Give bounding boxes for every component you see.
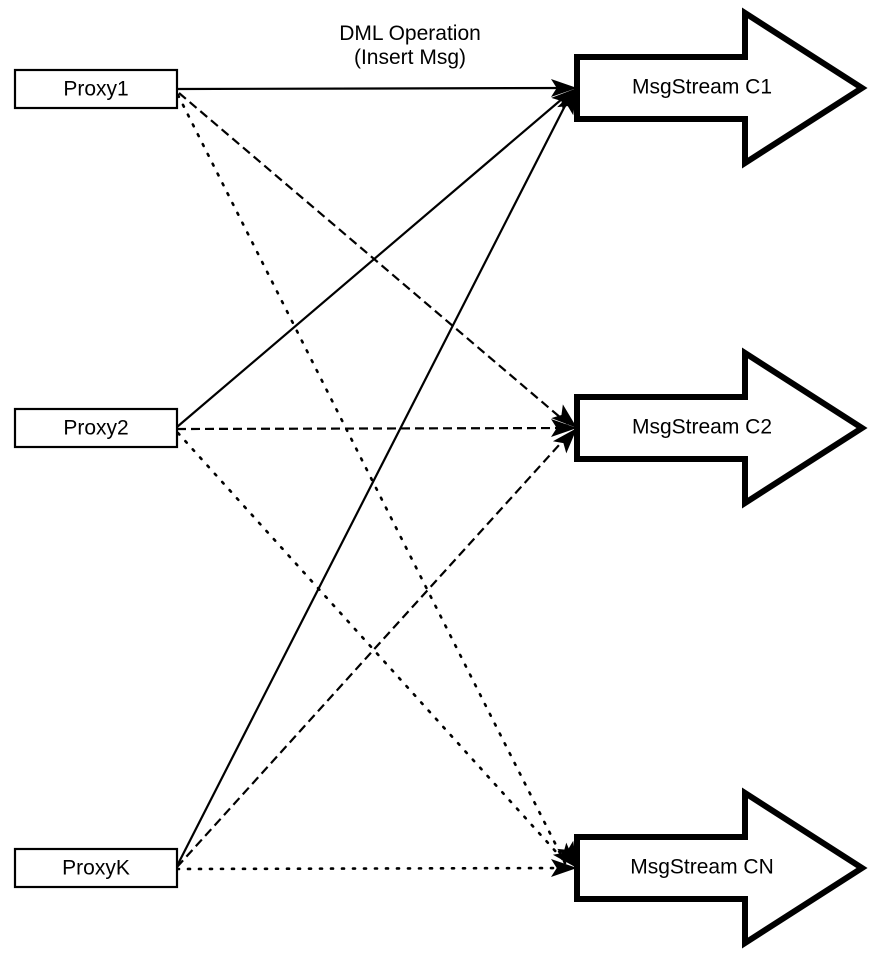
proxy-label-proxyk: ProxyK [62, 857, 130, 880]
link-pk-c1 [176, 95, 571, 867]
links-layer [175, 86, 571, 871]
link-p2-c1 [176, 92, 570, 428]
link-pk-cn [175, 866, 570, 871]
edge-label-dml-operation: DML Operation (Insert Msg) [339, 22, 481, 69]
stream-arrow-shape-stream-c2 [574, 347, 868, 509]
arrowhead-head-c1-a [551, 79, 577, 97]
arrowhead-head-c1-b [551, 88, 577, 112]
proxy-node-proxyk[interactable]: ProxyK [13, 847, 179, 889]
proxy-box-proxyk [13, 847, 179, 889]
edge-label-line2: (Insert Msg) [354, 46, 466, 69]
arrowhead-head-c2-b [551, 404, 577, 428]
link-p1-cn [176, 93, 568, 867]
streams-layer: MsgStream C1 MsgStream C2 MsgStream CN [574, 7, 868, 949]
stream-arrow-shape-stream-c1 [574, 7, 868, 169]
arrowhead-head-cn-a [551, 859, 577, 877]
stream-label-stream-cn: MsgStream CN [630, 856, 774, 879]
stream-label-stream-c1: MsgStream C1 [632, 76, 772, 99]
stream-node-stream-cn[interactable]: MsgStream CN [574, 787, 868, 949]
link-p2-c2 [176, 426, 570, 431]
proxy-box-proxy2 [13, 407, 179, 449]
arrowhead-head-c2-c [552, 428, 577, 454]
arrowhead-head-cn-c [552, 842, 577, 868]
arrowhead-head-c2-a [551, 419, 577, 437]
stream-arrow-shape-stream-cn [574, 787, 868, 949]
stream-node-stream-c2[interactable]: MsgStream C2 [574, 347, 868, 509]
link-p2-cn [176, 431, 569, 866]
stream-label-stream-c2: MsgStream C2 [632, 416, 772, 439]
arrowhead-head-c1-c [557, 88, 577, 116]
arrowheads-layer [551, 79, 577, 877]
proxy-box-proxy1 [13, 68, 179, 110]
edge-label-line1: DML Operation [339, 22, 481, 45]
proxy-label-proxy2: Proxy2 [63, 417, 128, 440]
stream-node-stream-c1[interactable]: MsgStream C1 [574, 7, 868, 169]
proxy-node-proxy1[interactable]: Proxy1 [13, 68, 179, 110]
proxy-node-proxy2[interactable]: Proxy2 [13, 407, 179, 449]
link-p1-c1 [176, 86, 570, 91]
proxy-label-proxy1: Proxy1 [63, 78, 128, 101]
